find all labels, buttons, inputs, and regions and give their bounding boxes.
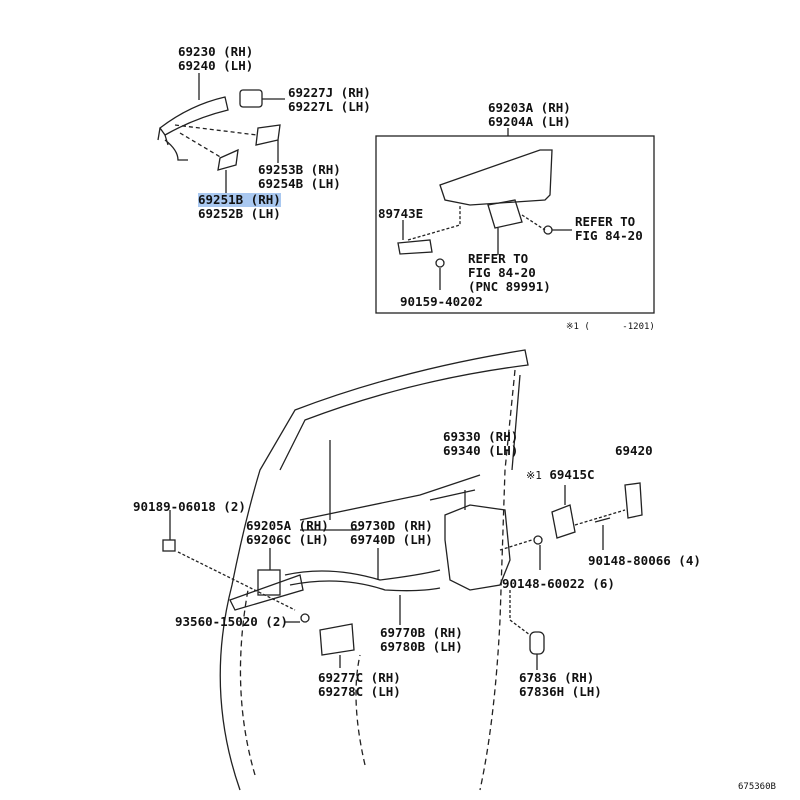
label-screw-4[interactable]: 93560-15020 (2)	[175, 614, 288, 629]
label-frame[interactable]: 69203A (RH)69204A (LH)	[488, 101, 571, 129]
refer-text: FIG 84-20	[468, 265, 536, 280]
door-outline-drawing	[219, 349, 529, 791]
part-number-rh[interactable]: 69253B (RH)	[258, 162, 341, 177]
part-number-rh[interactable]: 69227J (RH)	[288, 85, 371, 100]
part-number-rh[interactable]: 69330 (RH)	[443, 429, 519, 444]
part-number[interactable]: 69415C	[549, 467, 595, 482]
part-number-rh[interactable]: 69770B (RH)	[380, 625, 463, 640]
part-number-rh[interactable]: 69730D (RH)	[350, 518, 433, 533]
figure-id: 675360B	[738, 782, 776, 792]
label-cable-1[interactable]: 69730D (RH)69740D (LH)	[350, 519, 433, 547]
note-mark: ※1	[526, 469, 542, 482]
label-cap[interactable]: 69227J (RH)69227L (LH)	[288, 86, 371, 114]
part-number-rh[interactable]: 69277C (RH)	[318, 670, 401, 685]
part-number-lh[interactable]: 67836H (LH)	[519, 684, 602, 699]
note-text: ※1 ( -1201)	[566, 322, 655, 332]
part-number-rh-highlighted[interactable]: 69251B (RH)	[198, 192, 281, 207]
part-number-lh[interactable]: 69206C (LH)	[246, 532, 329, 547]
label-screw-2[interactable]: 90148-80066 (4)	[588, 553, 701, 568]
part-number-lh[interactable]: 69252B (LH)	[198, 206, 281, 221]
label-handle-cover[interactable]: 69230 (RH)69240 (LH)	[178, 45, 253, 73]
label-clip-2[interactable]: 90189-06018 (2)	[133, 499, 246, 514]
part-number-lh[interactable]: 69204A (LH)	[488, 114, 571, 129]
label-striker-plate[interactable]: ※1 69415C	[526, 468, 595, 483]
refer-text: REFER TO	[468, 251, 529, 266]
refer-text: REFER TO	[575, 214, 636, 229]
part-number-lh[interactable]: 69278C (LH)	[318, 684, 401, 699]
label-lock[interactable]: 69330 (RH)69340 (LH)	[443, 430, 518, 458]
part-number-rh[interactable]: 69203A (RH)	[488, 100, 571, 115]
label-bezel[interactable]: 69277C (RH)69278C (LH)	[318, 671, 401, 699]
part-number-lh[interactable]: 69240 (LH)	[178, 58, 254, 73]
part-number-lh[interactable]: 69227L (LH)	[288, 99, 371, 114]
label-inner-handle[interactable]: 69205A (RH)69206C (LH)	[246, 519, 329, 547]
inset-frame	[375, 135, 655, 314]
part-number-lh[interactable]: 69340 (LH)	[443, 443, 519, 458]
part-number-lh[interactable]: 69254B (LH)	[258, 176, 341, 191]
refer-text: (PNC 89991)	[468, 279, 551, 294]
label-screw-1[interactable]: 90159-40202	[400, 294, 483, 309]
label-striker[interactable]: 69420	[615, 443, 653, 458]
part-number-rh[interactable]: 69205A (RH)	[246, 518, 329, 533]
label-grommet[interactable]: 67836 (RH)67836H (LH)	[519, 671, 602, 699]
inner-handle-drawing	[229, 574, 304, 611]
label-clip[interactable]: 89743E	[378, 206, 424, 221]
part-number-rh[interactable]: 69230 (RH)	[178, 44, 254, 59]
label-pad-rear[interactable]: 69253B (RH)69254B (LH)	[258, 163, 341, 191]
label-cable-2[interactable]: 69770B (RH)69780B (LH)	[380, 626, 463, 654]
label-screw-3[interactable]: 90148-60022 (6)	[502, 576, 615, 591]
refer-text: FIG 84-20	[575, 228, 643, 243]
part-number-lh[interactable]: 69780B (LH)	[380, 639, 463, 654]
part-number-rh[interactable]: 67836 (RH)	[519, 670, 595, 685]
label-pad-front[interactable]: 69251B (RH)69252B (LH)	[198, 193, 281, 221]
door-lock-drawing	[444, 504, 511, 591]
part-number-lh[interactable]: 69740D (LH)	[350, 532, 433, 547]
